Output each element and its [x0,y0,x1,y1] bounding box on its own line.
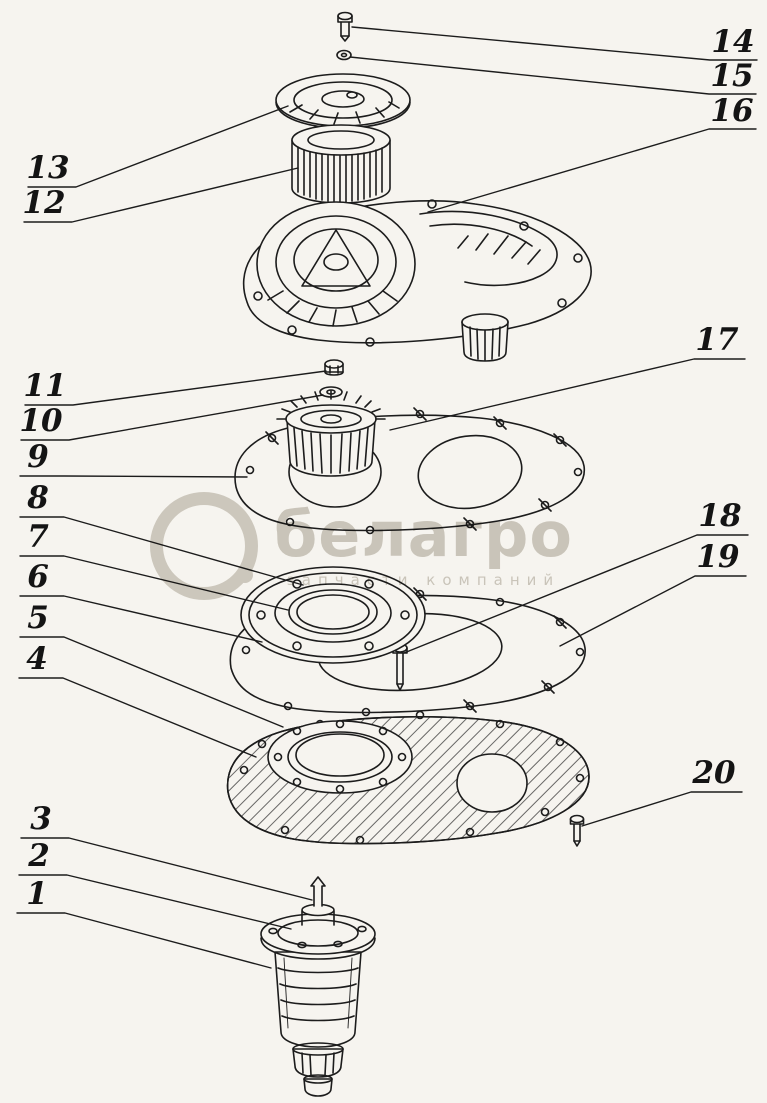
leader-lines [16,26,758,969]
part-screw-14 [337,11,353,42]
part-shaft-3 [301,876,335,926]
part-flange-2 [260,913,376,960]
part-washer-15 [336,49,352,61]
callout-4: 4 [26,641,48,678]
callout-19: 19 [696,539,740,576]
callout-3: 3 [30,801,52,838]
part-housing-cover-16 [242,199,592,362]
part-screw-20 [569,814,585,847]
callout-7: 7 [27,519,49,556]
part-cap-13 [275,73,411,129]
part-worm-gear-12 [291,124,391,204]
callout-18: 18 [698,498,742,535]
part-bearing-cover-8 [240,566,426,664]
callout-11: 11 [23,368,67,405]
callout-2: 2 [28,838,50,875]
callout-8: 8 [27,480,49,517]
part-nut-11 [324,359,344,376]
part-gear-17 [276,390,386,477]
callout-5: 5 [27,600,49,637]
callout-17: 17 [695,322,739,359]
callout-12: 12 [22,185,66,222]
callout-14: 14 [711,24,755,61]
callout-6: 6 [27,559,49,596]
part-drive-body-1 [274,951,362,1097]
callout-9: 9 [27,439,49,476]
callout-15: 15 [710,58,754,95]
callout-16: 16 [710,93,754,130]
callout-20: 20 [692,755,736,792]
callout-10: 10 [19,403,63,440]
callout-13: 13 [26,150,70,187]
callout-1: 1 [26,876,48,913]
part-retaining-ring-5 [267,719,413,794]
